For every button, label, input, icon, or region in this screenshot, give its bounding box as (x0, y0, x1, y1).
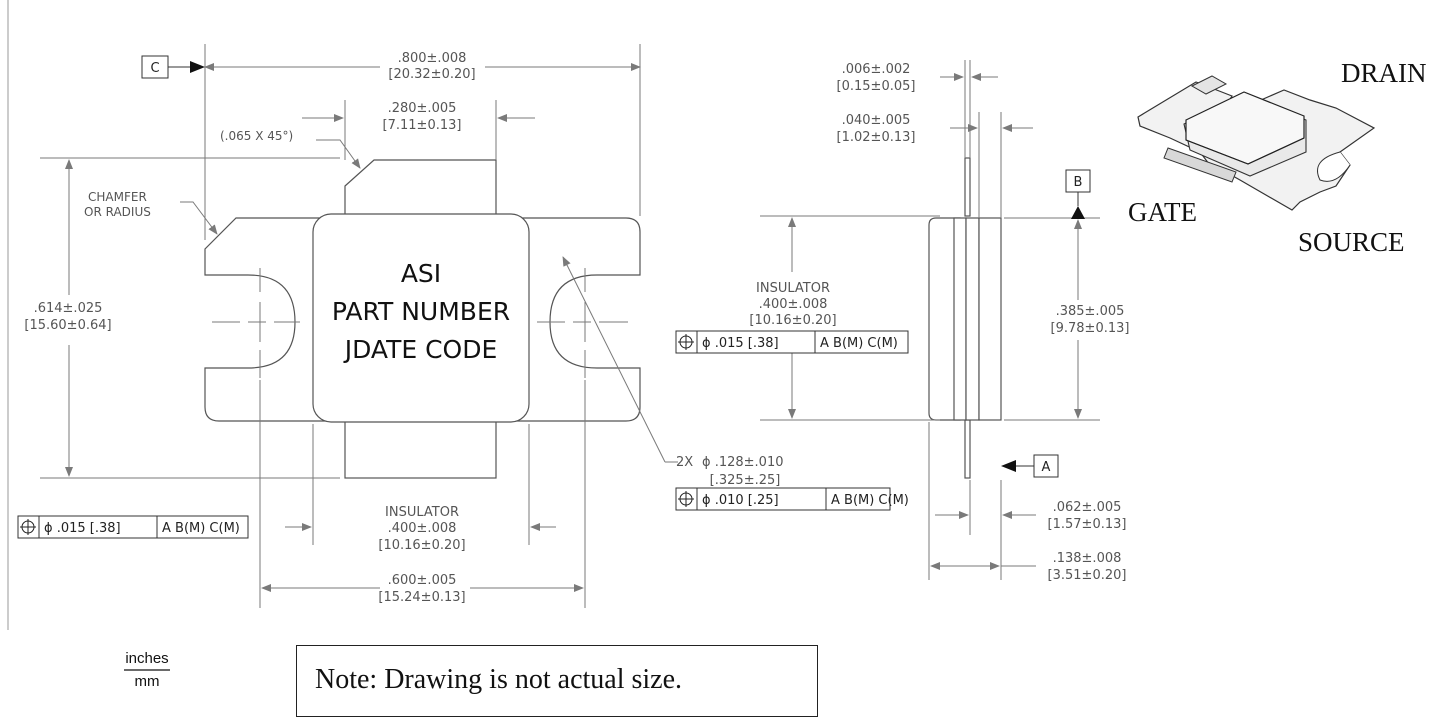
hole-dia-in: ϕ .128±.010 (702, 455, 784, 470)
side-height-in: .385±.005 (1056, 304, 1125, 319)
pin-drain-label: DRAIN (1341, 58, 1427, 88)
fcf-side-tol: ϕ .015 [.38] (702, 336, 779, 351)
lid (312, 213, 530, 423)
dim-width-in: .800±.008 (398, 51, 467, 66)
body-line-3: JDATE CODE (343, 335, 498, 364)
isometric-view (1137, 75, 1376, 211)
hole-dia-leader (562, 256, 666, 463)
fcf-hole-tol: ϕ .010 [.25] (702, 493, 779, 508)
insulator-bottom-mm: [10.16±0.20] (378, 538, 465, 553)
iso-hole (1317, 151, 1351, 182)
datum-a-triangle (1001, 460, 1016, 472)
side-flange (978, 217, 1002, 421)
fcf-hole: ϕ .010 [.25] A B(M) C(M) (675, 487, 909, 511)
fcf-side-refs: A B(M) C(M) (820, 336, 898, 351)
total-thk-in: .138±.008 (1053, 551, 1122, 566)
body-line-1: ASI (401, 259, 441, 288)
hole-dia-prefix: 2X (676, 455, 693, 470)
extension-lines (40, 44, 641, 608)
datum-a-label: A (1042, 460, 1051, 475)
datum-b-triangle (1071, 206, 1085, 219)
flange-thk-in: .062±.005 (1053, 500, 1122, 515)
units-mm: mm (135, 673, 160, 690)
note-box: Note: Drawing is not actual size. (296, 645, 818, 717)
iso-drain-lead (1190, 75, 1228, 95)
chamfer-label-leader (180, 201, 218, 235)
side-ring (965, 217, 980, 421)
iso-gate-lead (1163, 147, 1237, 183)
fcf-side: ϕ .015 [.38] A B(M) C(M) (675, 330, 909, 354)
fcf-bl-tol: ϕ .015 [.38] (44, 521, 121, 536)
chamfer-label-2: OR RADIUS (84, 205, 151, 219)
pin-source-label: SOURCE (1298, 227, 1405, 257)
insulator-side-label: INSULATOR (756, 281, 830, 296)
insulator-tab-bottom (344, 417, 497, 479)
side-insulator (953, 217, 967, 421)
chamfer-label-1: CHAMFER (88, 190, 147, 204)
datum-b-label: B (1074, 175, 1083, 190)
hole-spacing-mm: [15.24±0.13] (378, 590, 465, 605)
iso-lid-edge (1185, 137, 1305, 165)
fcf-bottom-left: ϕ .015 [.38] A B(M) C(M) (17, 515, 249, 539)
note-text: Note: Drawing is not actual size. (315, 664, 683, 695)
dim-tab-mm: [7.11±0.13] (383, 118, 462, 133)
fcf-bl-refs: A B(M) C(M) (162, 521, 240, 536)
insulator-side-mm: [10.16±0.20] (749, 313, 836, 328)
units-inches: inches (125, 650, 168, 667)
hole-dia-mm: [.325±.25] (710, 473, 781, 488)
lead-top (964, 157, 971, 217)
insulator-bottom-label: INSULATOR (385, 505, 459, 520)
right-hole-centerline (537, 268, 628, 378)
flange-thk-mm: [1.57±0.13] (1048, 517, 1127, 532)
fcf-hole-refs: A B(M) C(M) (831, 493, 909, 508)
side-lid-mm: [1.02±0.13] (837, 130, 916, 145)
pin-gate-label: GATE (1128, 197, 1197, 227)
side-thin-mm: [0.15±0.05] (837, 79, 916, 94)
datum-a-box (1033, 454, 1059, 478)
side-view: .006±.002 [0.15±0.05] .040±.005 [1.02±0.… (675, 60, 1130, 583)
dim-height-mm: [15.60±0.64] (24, 318, 111, 333)
side-lid-in: .040±.005 (842, 113, 911, 128)
datum-c-label: C (150, 61, 159, 76)
insulator-bottom-in: .400±.008 (388, 521, 457, 536)
insulator-side-in: .400±.008 (759, 297, 828, 312)
dim-height-in: .614±.025 (34, 301, 103, 316)
datum-c-triangle (190, 61, 205, 73)
chamfer-leader (316, 139, 361, 169)
hole-spacing-in: .600±.005 (388, 573, 457, 588)
body-line-2: PART NUMBER (332, 297, 510, 326)
top-view: ASI PART NUMBER JDATE CODE .800± (17, 44, 909, 608)
chamfer-note: (.065 X 45°) (220, 129, 293, 143)
left-hole-centerline (212, 268, 300, 378)
lead-bottom (964, 419, 971, 479)
side-extension-lines (760, 60, 1100, 580)
side-height-mm: [9.78±0.13] (1051, 321, 1130, 336)
dim-tab-in: .280±.005 (388, 101, 457, 116)
total-thk-mm: [3.51±0.20] (1048, 568, 1127, 583)
side-thin-in: .006±.002 (842, 62, 911, 77)
dim-width-mm: [20.32±0.20] (388, 67, 475, 82)
insulator-tab-top (344, 159, 497, 217)
